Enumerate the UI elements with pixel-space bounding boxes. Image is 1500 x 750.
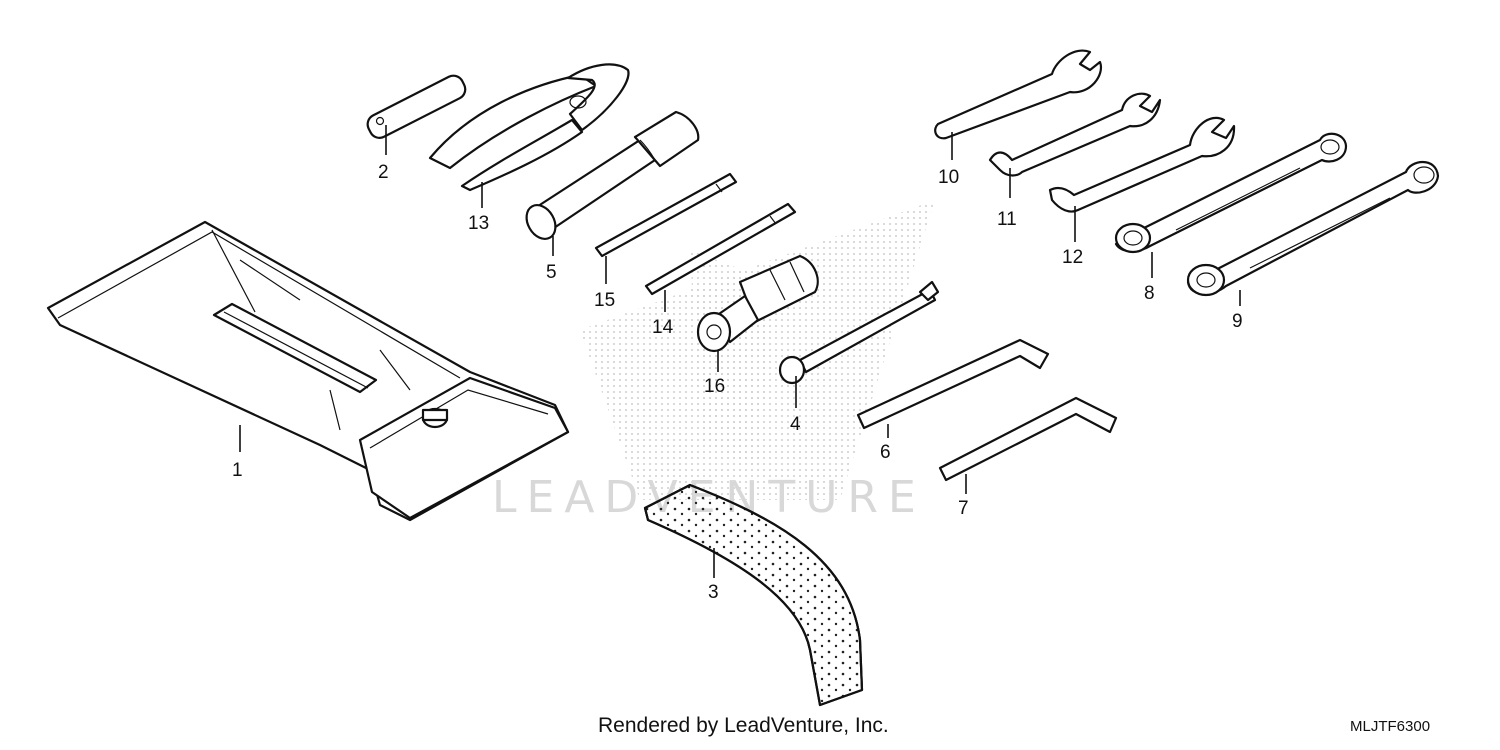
tool-bag <box>46 220 570 522</box>
strap <box>643 483 864 707</box>
callout-11: 11 <box>997 209 1017 230</box>
hex-wrench-small <box>938 396 1118 482</box>
screwdriver-bit-phillips <box>644 202 797 296</box>
combination-wrench-9 <box>1186 160 1440 297</box>
extension-bar <box>778 280 940 385</box>
open-end-wrench-11 <box>988 92 1162 177</box>
plate <box>366 74 467 139</box>
callout-9: 9 <box>1232 311 1243 332</box>
footer: Rendered by LeadVenture, Inc. MLJTF6300 <box>0 714 1500 744</box>
callout-6: 6 <box>880 442 891 463</box>
callout-2: 2 <box>378 162 389 183</box>
spark-plug-wrench <box>525 110 700 240</box>
callout-16: 16 <box>704 376 725 397</box>
callout-7: 7 <box>958 498 969 519</box>
callout-3: 3 <box>708 582 719 603</box>
rendered-by-credit: Rendered by LeadVenture, Inc. <box>598 714 889 737</box>
diagram-code: MLJTF6300 <box>1350 718 1431 735</box>
open-end-wrench-10 <box>934 49 1103 140</box>
leader-lines <box>239 125 1241 578</box>
callout-labels: 1 2 3 4 5 6 7 8 9 10 11 12 13 14 15 16 <box>232 162 1243 603</box>
hex-wrench-large <box>856 338 1050 430</box>
callout-15: 15 <box>594 290 615 311</box>
callout-12: 12 <box>1062 247 1083 268</box>
screwdriver-bit-flat <box>594 172 738 258</box>
pliers <box>428 63 630 192</box>
callout-13: 13 <box>468 213 489 234</box>
callout-5: 5 <box>546 262 557 283</box>
callout-4: 4 <box>790 414 801 435</box>
open-end-wrench-12 <box>1048 116 1236 213</box>
screwdriver-handle <box>696 254 819 353</box>
combination-wrench-8 <box>1114 132 1348 254</box>
callout-1: 1 <box>232 460 243 481</box>
callout-8: 8 <box>1144 283 1155 304</box>
callout-10: 10 <box>938 167 959 188</box>
callout-14: 14 <box>652 317 674 338</box>
